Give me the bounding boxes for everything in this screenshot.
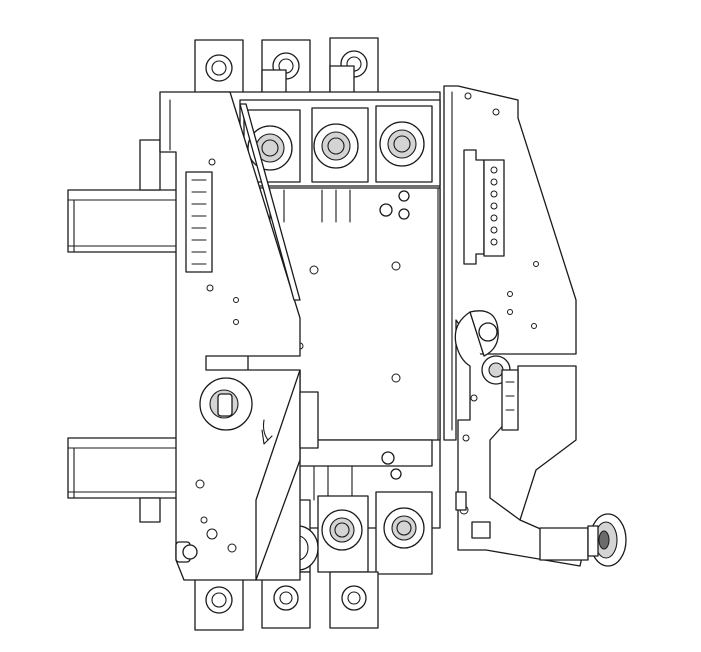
rotary-operator-left: [199, 377, 253, 431]
rotary-handle-mechanism: [454, 310, 589, 567]
bottom-terminal-lugs: [194, 571, 379, 631]
bottom-bolt: [175, 541, 198, 563]
auxiliary-connector-right: [463, 149, 505, 265]
top-terminal-lugs: [194, 37, 379, 101]
left-mounting-rail-top: [67, 139, 181, 253]
rotation-arrow: [261, 419, 273, 445]
auxiliary-connector-left: [185, 171, 213, 273]
left-mounting-rail-bottom: [67, 437, 181, 523]
front-plate: [255, 369, 319, 581]
handle-knob: [587, 513, 627, 567]
